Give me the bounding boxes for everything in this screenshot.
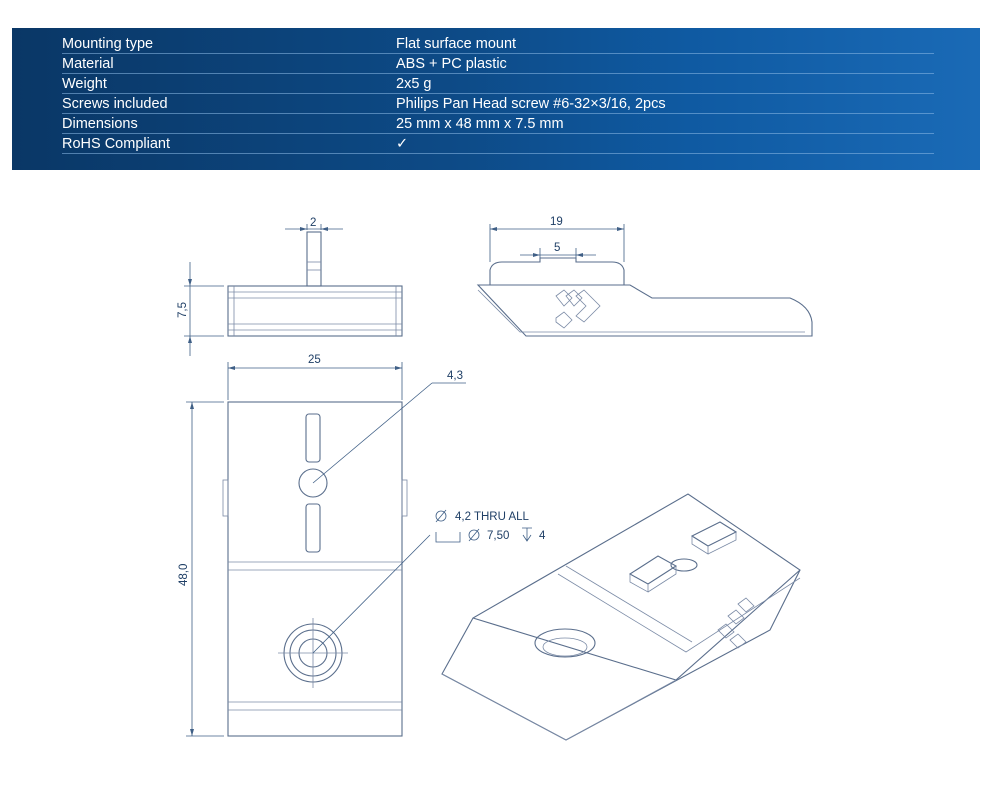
spec-row: RoHS Compliant✓ <box>62 133 934 154</box>
spec-value: ABS + PC plastic <box>396 53 934 74</box>
isometric-view <box>441 493 801 741</box>
dim-side-length: 19 <box>550 216 563 228</box>
dim-length: 48,0 <box>178 564 190 586</box>
side-view: 19 5 <box>476 216 813 337</box>
spec-label: Mounting type <box>62 34 396 54</box>
dim-counterbore-depth: 4 <box>539 530 546 542</box>
spec-label: Material <box>62 53 396 74</box>
dim-width: 25 <box>308 354 321 366</box>
dim-slot-width: 2 <box>310 217 316 229</box>
dim-height: 7,5 <box>177 302 189 318</box>
spec-value: 2x5 g <box>396 73 934 94</box>
spec-value: Philips Pan Head screw #6-32×3/16, 2pcs <box>396 93 934 114</box>
spec-label: Weight <box>62 73 396 94</box>
spec-value: 25 mm x 48 mm x 7.5 mm <box>396 113 934 134</box>
spec-value: Flat surface mount <box>396 34 934 54</box>
spec-label: RoHS Compliant <box>62 133 396 154</box>
top-view: 4,3 25 48,0 4,2 THRU ALL 7,50 4 <box>178 354 546 737</box>
spec-label: Dimensions <box>62 113 396 134</box>
technical-drawing: 2 7,5 19 5 <box>177 216 813 741</box>
dim-hole-diameter: 4,3 <box>447 370 463 382</box>
dim-side-slot: 5 <box>554 242 560 254</box>
spec-value: ✓ <box>396 133 934 154</box>
front-view: 2 7,5 <box>177 217 403 356</box>
spec-label: Screws included <box>62 93 396 114</box>
dim-thru-all: 4,2 THRU ALL <box>455 511 530 523</box>
dim-counterbore-diameter: 7,50 <box>487 530 509 542</box>
